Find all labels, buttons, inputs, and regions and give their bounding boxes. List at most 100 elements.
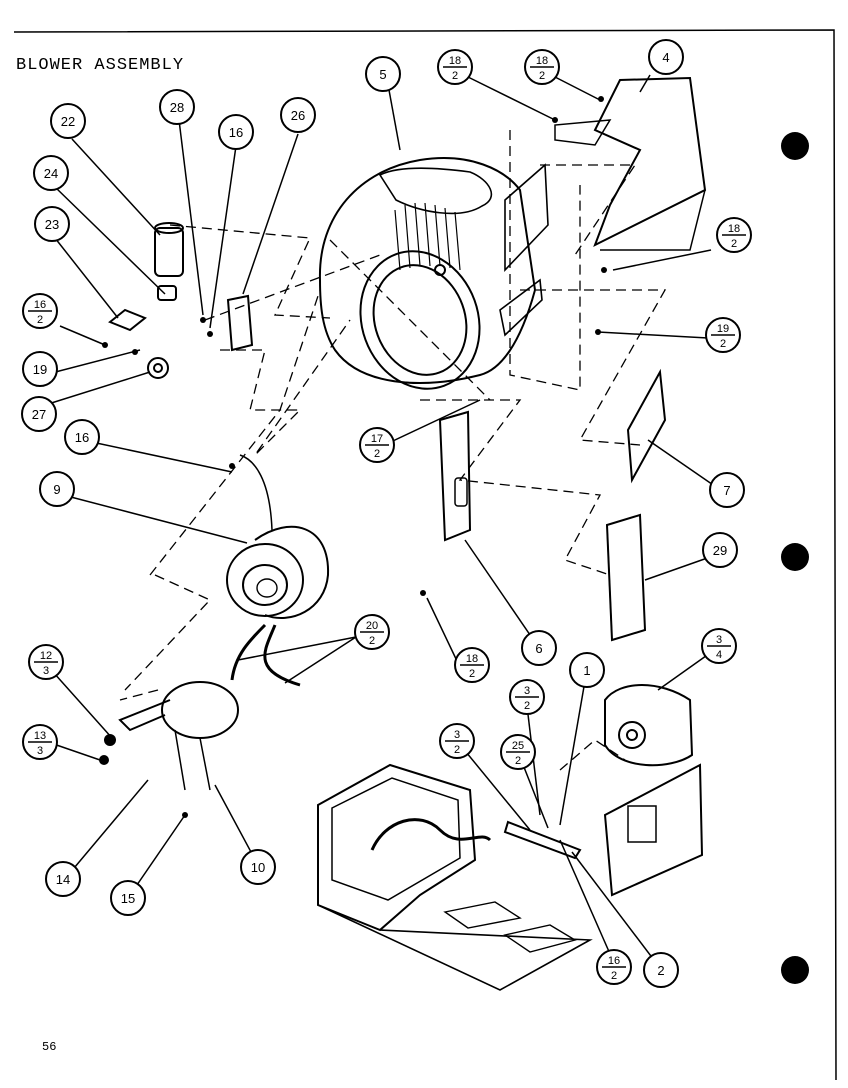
callout-c19: 19 (22, 351, 58, 387)
binder-hole (781, 132, 809, 160)
fraction-numerator: 12 (40, 650, 52, 662)
control-bracket (226, 294, 254, 352)
callout-number: 1 (583, 663, 590, 678)
callout-c24: 24 (33, 155, 69, 191)
fraction-callout-f18_2a: 182 (437, 49, 473, 85)
callout-number: 23 (45, 217, 59, 232)
foam-block (605, 513, 647, 642)
blower-housing (318, 157, 549, 390)
fraction-numerator: 18 (536, 55, 548, 67)
callout-number: 4 (662, 50, 669, 65)
blower-motor (226, 454, 330, 687)
callout-c16b: 16 (64, 419, 100, 455)
callout-number: 29 (713, 543, 727, 558)
callout-number: 16 (229, 125, 243, 140)
support-rail (503, 820, 582, 860)
fraction-callout-f18_2d: 182 (454, 647, 490, 683)
fraction-callout-f20_2: 202 (354, 614, 390, 650)
fraction-numerator: 16 (608, 955, 620, 967)
page-number: 56 (42, 1040, 57, 1054)
callout-number: 26 (291, 108, 305, 123)
callout-number: 9 (53, 482, 60, 497)
callout-c26: 26 (280, 97, 316, 133)
callout-number: 24 (44, 166, 58, 181)
capacitor (108, 222, 184, 332)
fraction-numerator: 3 (716, 634, 722, 646)
callout-number: 7 (723, 483, 730, 498)
callout-c10: 10 (240, 849, 276, 885)
fraction-numerator: 13 (34, 730, 46, 742)
callout-c5: 5 (365, 56, 401, 92)
callout-c29: 29 (702, 532, 738, 568)
fraction-callout-f17_2: 172 (359, 427, 395, 463)
callout-c2: 2 (643, 952, 679, 988)
fraction-numerator: 3 (454, 729, 460, 741)
callout-number: 2 (657, 963, 664, 978)
callout-c6: 6 (521, 630, 557, 666)
relay-component (147, 357, 169, 379)
fraction-callout-f3_2a: 32 (509, 679, 545, 715)
callout-c23: 23 (34, 206, 70, 242)
base-cabinet (317, 763, 593, 991)
assembly-lines (119, 130, 667, 771)
fraction-denominator: 2 (731, 238, 737, 250)
callout-c28: 28 (159, 89, 195, 125)
fraction-denominator: 2 (369, 635, 375, 647)
fraction-denominator: 2 (454, 744, 460, 756)
control-panel (603, 763, 704, 897)
callout-c1: 1 (569, 652, 605, 688)
callout-c14: 14 (45, 861, 81, 897)
fraction-denominator: 2 (515, 755, 521, 767)
callout-c9: 9 (39, 471, 75, 507)
callout-number: 6 (535, 641, 542, 656)
motor-mount (118, 681, 239, 791)
fraction-denominator: 2 (524, 700, 530, 712)
fraction-denominator: 2 (374, 448, 380, 460)
fraction-numerator: 17 (371, 433, 383, 445)
page-border (13, 29, 837, 1081)
callout-number: 27 (32, 407, 46, 422)
callout-c22: 22 (50, 103, 86, 139)
fraction-callout-f19_2: 192 (705, 317, 741, 353)
fraction-denominator: 2 (37, 314, 43, 326)
fraction-denominator: 3 (37, 745, 43, 757)
fraction-callout-f3_4: 34 (701, 628, 737, 664)
callout-c7: 7 (709, 472, 745, 508)
fraction-numerator: 18 (466, 653, 478, 665)
fraction-callout-f16_2b: 162 (596, 949, 632, 985)
fraction-denominator: 2 (611, 970, 617, 982)
callout-number: 10 (251, 860, 265, 875)
filter-bracket (438, 410, 472, 542)
fraction-numerator: 18 (728, 223, 740, 235)
fraction-numerator: 16 (34, 299, 46, 311)
callout-number: 19 (33, 362, 47, 377)
inducer-fan (604, 684, 694, 767)
page-title: BLOWER ASSEMBLY (16, 56, 185, 75)
fasteners (99, 96, 607, 818)
fraction-denominator: 4 (716, 649, 722, 661)
callout-number: 16 (75, 430, 89, 445)
fraction-callout-f18_2b: 182 (524, 49, 560, 85)
fraction-callout-f3_2b: 32 (439, 723, 475, 759)
fraction-denominator: 2 (469, 668, 475, 680)
fraction-denominator: 3 (43, 665, 49, 677)
fraction-denominator: 2 (539, 70, 545, 82)
callout-c16a: 16 (218, 114, 254, 150)
fraction-callout-f12_3: 123 (28, 644, 64, 680)
binder-hole (781, 543, 809, 571)
callout-number: 15 (121, 891, 135, 906)
binder-hole (781, 956, 809, 984)
fraction-numerator: 20 (366, 620, 378, 632)
fraction-numerator: 19 (717, 323, 729, 335)
callout-number: 5 (379, 67, 386, 82)
top-panel (554, 76, 707, 251)
callout-c27: 27 (21, 396, 57, 432)
fraction-numerator: 18 (449, 55, 461, 67)
callout-number: 22 (61, 114, 75, 129)
fraction-denominator: 2 (720, 338, 726, 350)
callout-c4: 4 (648, 39, 684, 75)
fraction-callout-f25_2: 252 (500, 734, 536, 770)
callout-layer: 4567910141516161922232426272829121821821… (21, 39, 752, 988)
